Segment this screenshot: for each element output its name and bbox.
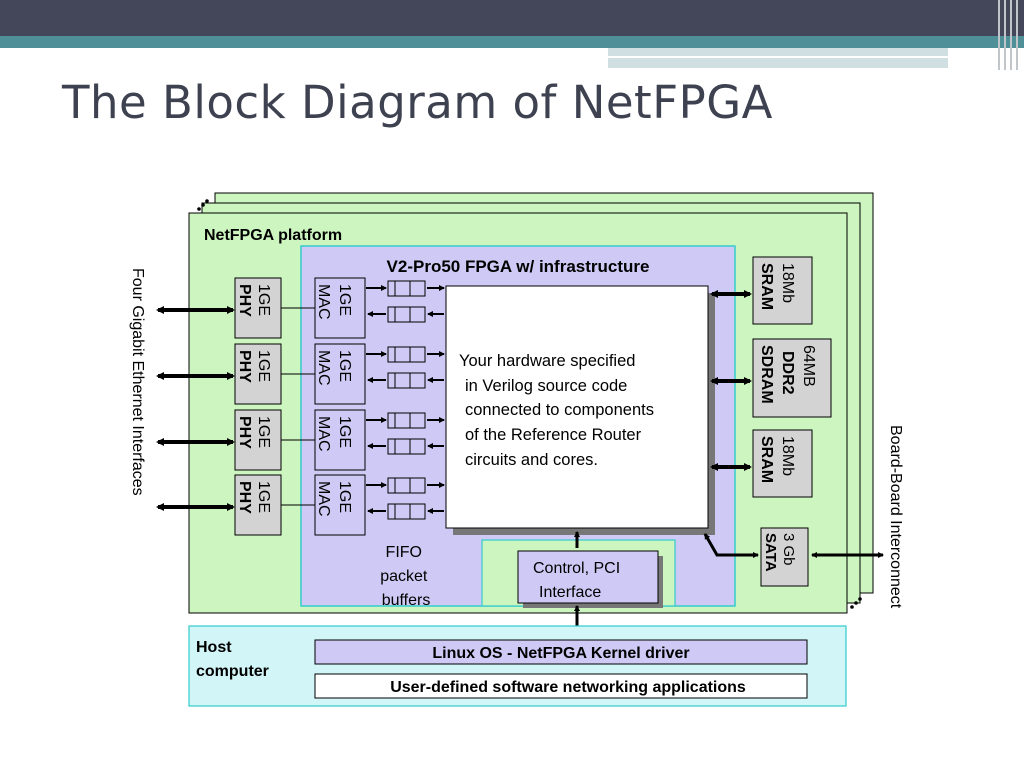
fifo-queue <box>387 412 426 429</box>
fifo-queue <box>387 306 426 323</box>
mac-label-line2: MAC <box>315 416 332 452</box>
phy-box <box>234 343 282 405</box>
svg-text:3 Gb: 3 Gb <box>780 533 797 566</box>
control-pci-label: Control, PCI Interface <box>533 560 625 601</box>
svg-text:18Mb: 18Mb <box>779 436 796 476</box>
svg-text:SDRAM: SDRAM <box>758 345 775 404</box>
mac-label-line1: 1GE <box>336 284 353 316</box>
mac-label-line2: MAC <box>315 284 332 320</box>
slide-header-bar <box>0 0 1024 36</box>
slide-header-accent <box>0 36 1024 48</box>
fifo-label: FIFO packet buffers <box>380 544 432 609</box>
user-logic-text: Your hardware specified in Verilog sourc… <box>459 352 659 469</box>
mac-box <box>314 343 366 405</box>
fifo-queue <box>387 503 426 520</box>
user-apps-box <box>314 673 808 699</box>
svg-text:SRAM: SRAM <box>758 436 775 483</box>
mac-label-line2: MAC <box>315 481 332 517</box>
memory-sram-bottom: 18Mb SRAM <box>752 429 813 498</box>
phy-label-line2: PHY <box>236 481 253 514</box>
phy-box <box>234 409 282 471</box>
slide-corner-stripes <box>994 0 1024 70</box>
mac-label-line1: 1GE <box>336 481 353 513</box>
svg-text:SRAM: SRAM <box>758 263 775 310</box>
memory-sram-top: 18Mb SRAM <box>752 256 813 325</box>
phy-box <box>234 277 282 339</box>
mac-label-line1: 1GE <box>336 416 353 448</box>
slide-header-accent-light <box>608 48 948 68</box>
mac-label-line2: MAC <box>315 350 332 386</box>
phy-label-line1: 1GE <box>255 350 272 382</box>
svg-text:DDR2: DDR2 <box>779 351 796 395</box>
fifo-queue <box>387 477 426 494</box>
slide-header-accent-line <box>608 56 948 58</box>
fifo-queue <box>387 438 426 455</box>
sata-link <box>703 533 759 558</box>
mac-box <box>314 409 366 471</box>
mac-box <box>314 474 366 536</box>
mac-box <box>314 277 366 339</box>
linux-driver-label: Linux OS - NetFPGA Kernel driver <box>432 645 689 662</box>
phy-label-line2: PHY <box>236 416 253 449</box>
slide-title: The Block Diagram of NetFPGA <box>62 76 773 129</box>
user-apps-label: User-defined software networking applica… <box>390 679 746 696</box>
right-side-label: Board-Board Interconnect <box>887 425 904 609</box>
fifo-queue <box>387 346 426 363</box>
phy-label-line2: PHY <box>236 350 253 383</box>
linux-driver-box <box>314 639 808 665</box>
mac-label-line1: 1GE <box>336 350 353 382</box>
svg-text:SATA: SATA <box>762 533 779 572</box>
phy-label-line1: 1GE <box>255 416 272 448</box>
phy-box <box>234 474 282 536</box>
phy-label-line2: PHY <box>236 284 253 317</box>
control-pci-box <box>517 550 659 604</box>
sata-chip: 3 Gb SATA <box>760 527 809 587</box>
host-label: Host computer <box>196 639 269 680</box>
svg-text:64MB: 64MB <box>800 345 817 387</box>
platform-label: NetFPGA platform <box>204 227 342 244</box>
memory-ddr2-sdram: 64MB DDR2 SDRAM <box>752 338 832 418</box>
phy-label-line1: 1GE <box>255 481 272 513</box>
fpga-label: V2-Pro50 FPGA w/ infrastructure <box>387 257 650 276</box>
phy-label-line1: 1GE <box>255 284 272 316</box>
left-side-label: Four Gigabit Ethernet Interfaces <box>129 268 146 496</box>
svg-text:18Mb: 18Mb <box>779 263 796 303</box>
user-logic-box <box>445 285 709 529</box>
fifo-queue <box>387 280 426 297</box>
fifo-queue <box>387 372 426 389</box>
